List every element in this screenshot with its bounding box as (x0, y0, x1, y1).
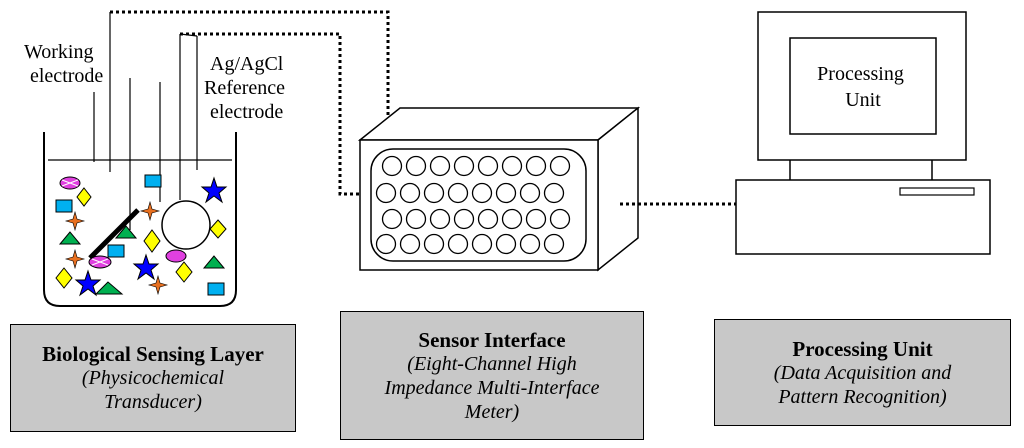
monitor-screen (789, 37, 937, 135)
monitor-text: Processing Unit (817, 63, 909, 111)
channel-port (471, 233, 493, 255)
box-title: Processing Unit (792, 336, 933, 361)
channel-port (423, 233, 445, 255)
reference-electrode-label: Ag/AgCl Reference electrode (204, 53, 290, 123)
box-title: Biological Sensing Layer (42, 342, 264, 366)
yellow-diamonds (55, 187, 227, 289)
channel-port (501, 208, 523, 230)
channel-port (423, 182, 445, 204)
orange-sparkles (64, 200, 169, 296)
channel-port (429, 155, 451, 177)
channel-port (501, 155, 523, 177)
box-subtitle-line: Impedance Multi-Interface (384, 376, 600, 399)
channel-panel (370, 148, 587, 262)
biological-sensing-layer-box: Biological Sensing Layer (Physicochemica… (10, 324, 296, 432)
channel-port (477, 208, 499, 230)
channel-port (549, 155, 571, 177)
channel-port (381, 155, 403, 177)
particles (55, 174, 228, 297)
channel-ports (375, 155, 571, 255)
blue-stars (74, 176, 228, 297)
channel-port (453, 208, 475, 230)
magenta-ellipses (59, 176, 187, 269)
channel-port (471, 182, 493, 204)
channel-port (405, 208, 427, 230)
channel-port (375, 182, 397, 204)
computer (735, 11, 991, 255)
green-triangles (58, 225, 226, 295)
channel-port (525, 208, 547, 230)
channel-port (495, 182, 517, 204)
channel-port (405, 155, 427, 177)
channel-port (375, 233, 397, 255)
sensor-interface-device (357, 106, 641, 272)
channel-port (519, 182, 541, 204)
box-subtitle-line: (Physicochemical (81, 367, 225, 389)
channel-port (399, 233, 421, 255)
channel-port (519, 233, 541, 255)
channel-port (495, 233, 517, 255)
box-subtitle-line: Transducer) (104, 391, 202, 413)
computer-base (735, 179, 991, 255)
box-subtitle-line: (Data Acquisition and (773, 361, 952, 384)
beaker (43, 132, 237, 307)
cyan-squares (55, 174, 225, 296)
drive-slot (899, 187, 975, 196)
channel-port (477, 155, 499, 177)
channel-port (447, 233, 469, 255)
channel-port (429, 208, 451, 230)
sensor-interface-box: Sensor Interface (Eight-Channel High Imp… (340, 311, 644, 440)
box-subtitle-line: Pattern Recognition) (778, 385, 947, 408)
processing-unit-box: Processing Unit (Data Acquisition and Pa… (714, 319, 1011, 426)
channel-port (543, 233, 565, 255)
channel-port (543, 182, 565, 204)
channel-port (447, 182, 469, 204)
channel-port (453, 155, 475, 177)
box-title: Sensor Interface (418, 327, 566, 352)
electrodes (88, 12, 211, 260)
channel-port (399, 182, 421, 204)
working-electrode-label: Working electrode (24, 41, 103, 87)
channel-port (525, 155, 547, 177)
box-subtitle-line: Meter) (464, 400, 520, 423)
working-electrode-tip (88, 208, 140, 260)
box-subtitle-line: (Eight-Channel High (407, 352, 577, 375)
channel-port (549, 208, 571, 230)
channel-port (381, 208, 403, 230)
reference-electrode-bulb (161, 200, 211, 250)
